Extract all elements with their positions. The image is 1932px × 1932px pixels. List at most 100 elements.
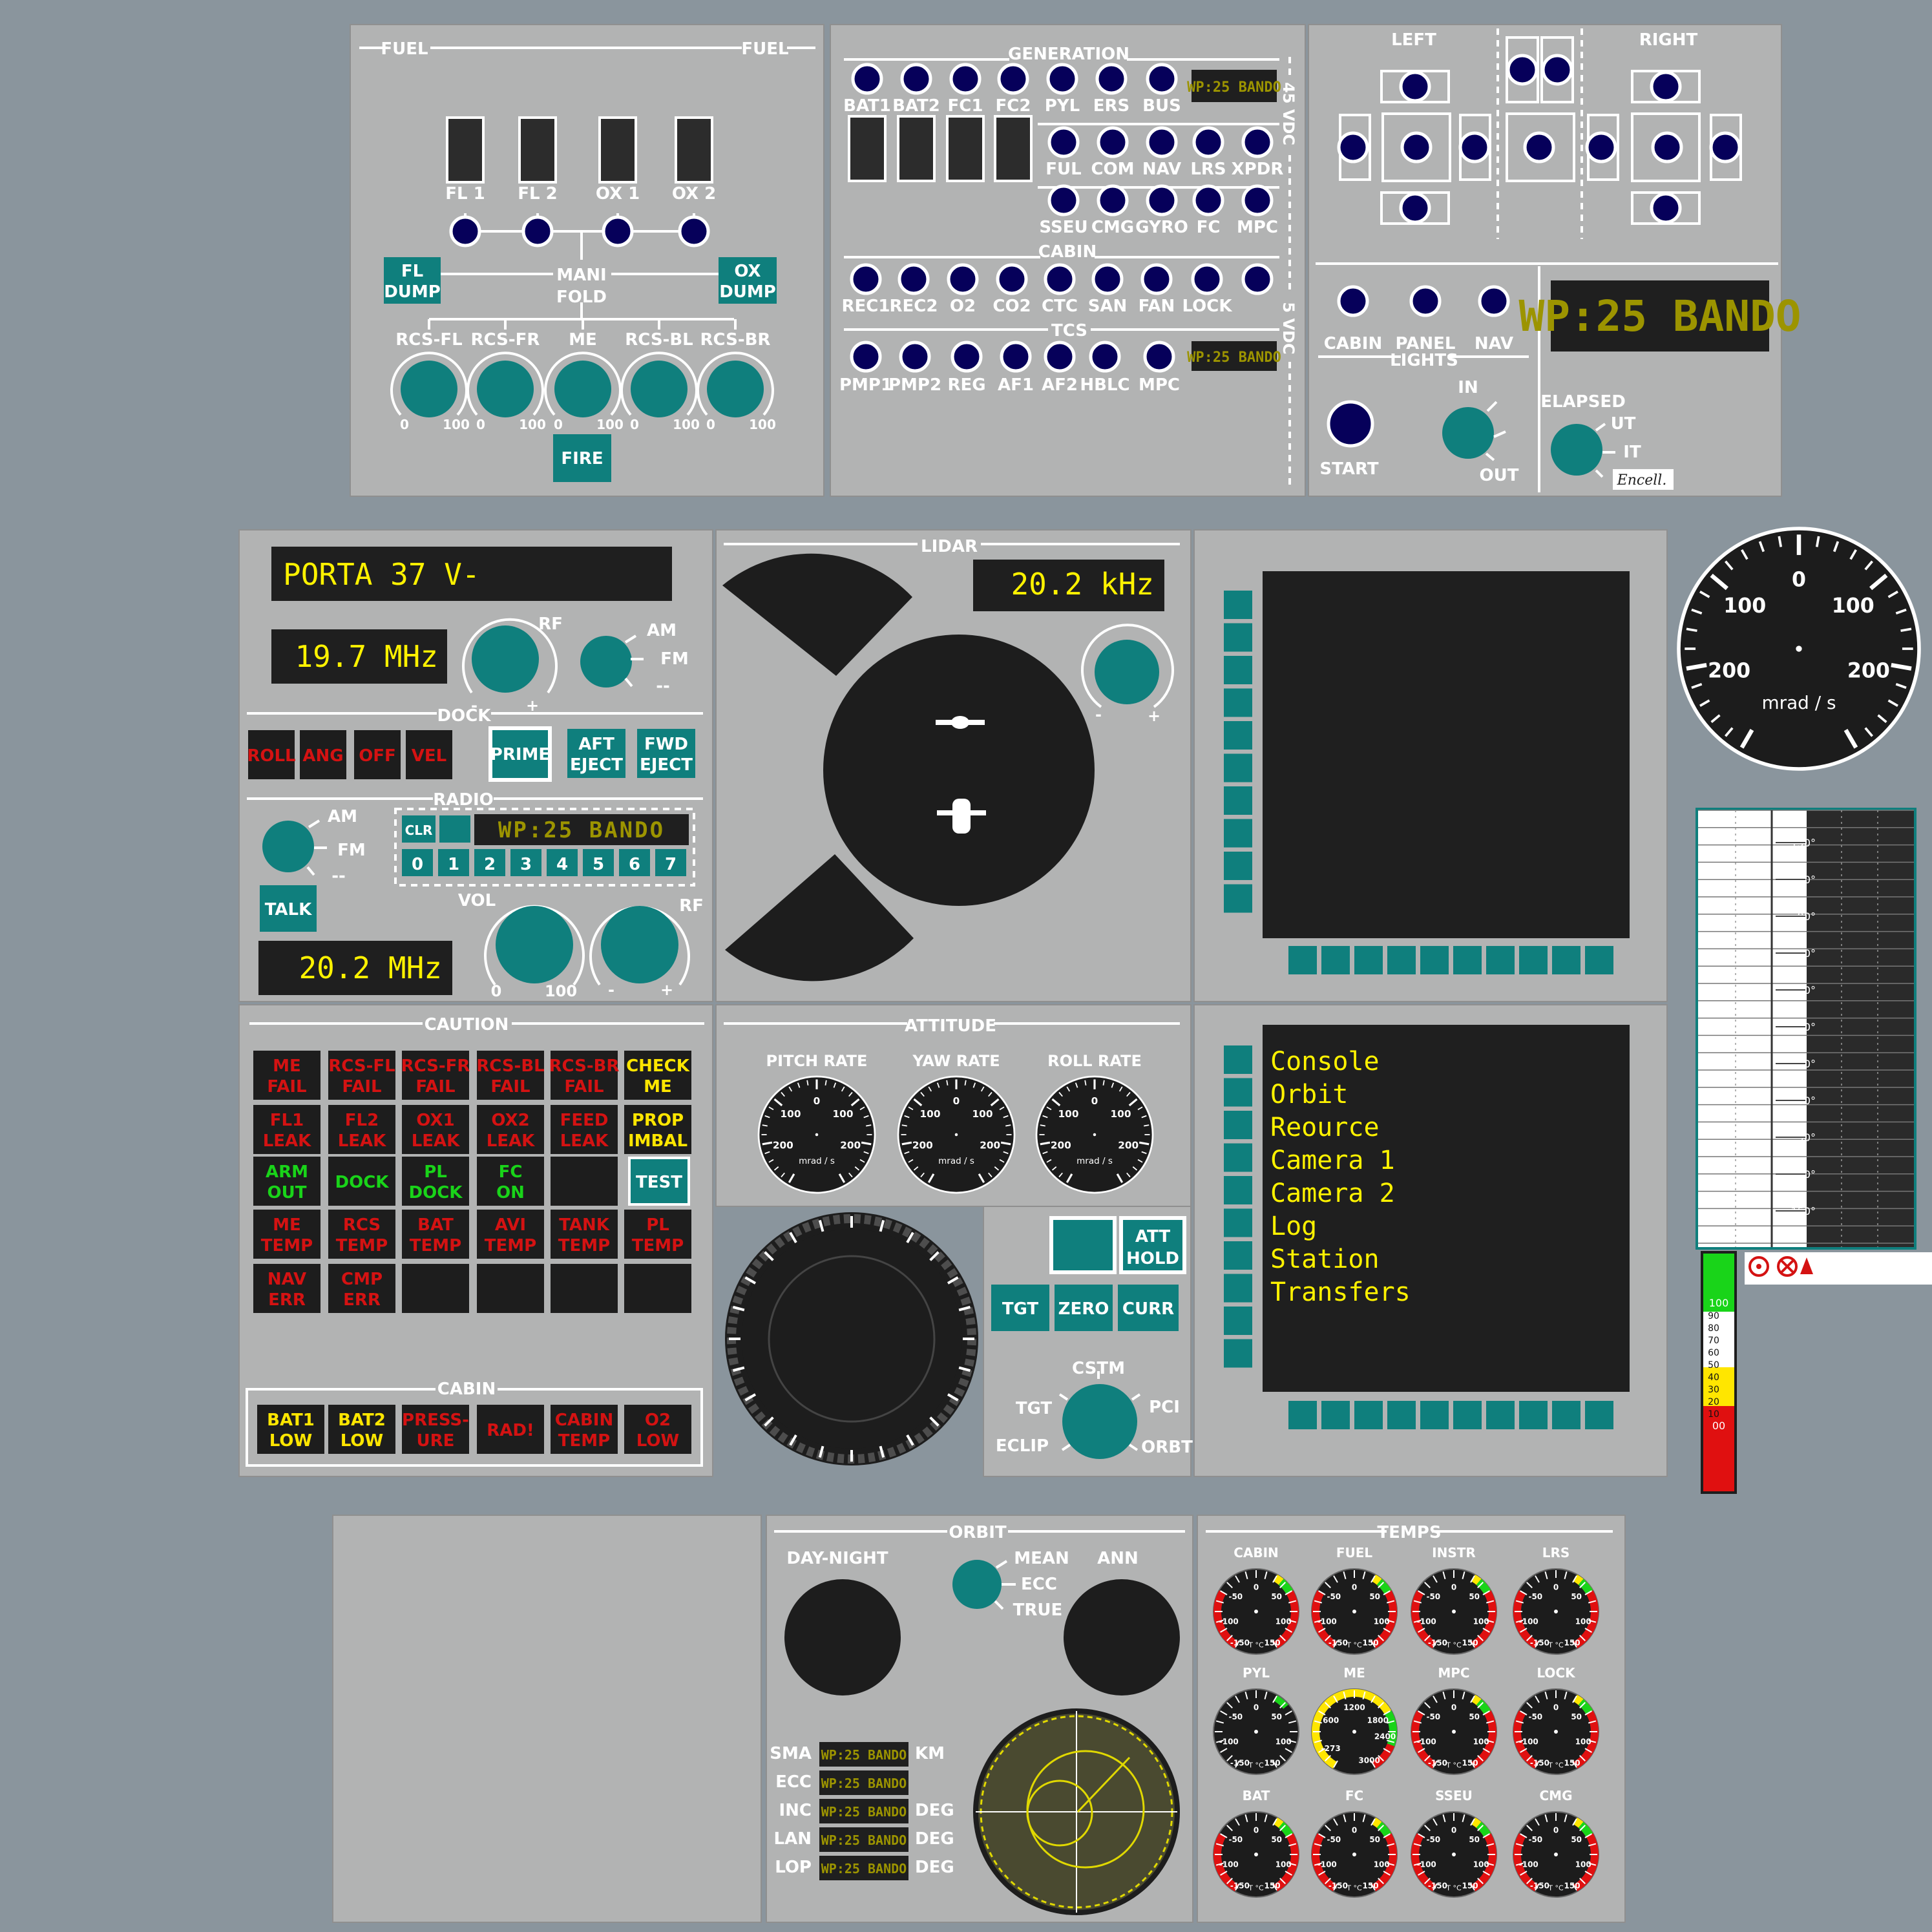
keypad-0[interactable]	[402, 849, 433, 876]
rcs-thruster-12[interactable]	[1650, 192, 1682, 224]
keypad-7[interactable]	[655, 849, 686, 876]
light-switch-cabin[interactable]	[1337, 285, 1369, 317]
mfd-menu-item-1[interactable]: Orbit	[1270, 1080, 1348, 1109]
mfd-menu-item-3[interactable]: Camera 1	[1270, 1146, 1395, 1175]
mfd-bottom-button-1[interactable]	[1321, 1401, 1350, 1429]
rcs-thruster-10[interactable]	[1651, 131, 1683, 163]
mfd-bottom-button-9[interactable]	[1585, 1401, 1613, 1429]
breaker-ful[interactable]	[1047, 126, 1080, 158]
mfd-menu-item-2[interactable]: Reource	[1270, 1113, 1380, 1142]
mfd-bottom-button-2[interactable]	[1354, 1401, 1383, 1429]
breaker-fc2[interactable]	[997, 63, 1029, 95]
rcs-thruster-1[interactable]	[1337, 131, 1369, 163]
rcs-thruster-11[interactable]	[1709, 131, 1741, 163]
breaker-san[interactable]	[1091, 263, 1124, 295]
keypad-6[interactable]	[619, 849, 650, 876]
breaker-mpc-3[interactable]	[1241, 184, 1274, 216]
fuel-dial-knob-3[interactable]	[631, 361, 688, 417]
fuel-switch-2[interactable]	[598, 116, 637, 184]
breaker-sseu-3[interactable]	[1047, 184, 1080, 216]
mode-knob-2[interactable]	[262, 821, 314, 872]
breaker-xpdr[interactable]	[1241, 126, 1274, 158]
gen-switch-0[interactable]	[848, 115, 887, 182]
mfd-bottom-button-5[interactable]	[1453, 946, 1482, 974]
mfd-menu-item-4[interactable]: Camera 2	[1270, 1179, 1395, 1208]
tcs-breaker-hblc[interactable]	[1089, 341, 1121, 373]
mfd-bottom-button-3[interactable]	[1387, 1401, 1416, 1429]
dock-off-button[interactable]	[354, 730, 401, 779]
breaker-co2[interactable]	[996, 263, 1028, 295]
keypad-5[interactable]	[583, 849, 614, 876]
fuel-valve-0[interactable]	[449, 215, 481, 247]
tcs-breaker-af2[interactable]	[1044, 341, 1076, 373]
mode-knob-1[interactable]	[580, 636, 632, 688]
mfd-side-button-3[interactable]	[1224, 1143, 1252, 1172]
rcs-thruster-2[interactable]	[1400, 131, 1433, 163]
breaker-gyro-3[interactable]	[1146, 184, 1178, 216]
fuel-valve-3[interactable]	[678, 215, 710, 247]
rcs-thruster-7[interactable]	[1523, 131, 1555, 163]
mfd-side-button-5[interactable]	[1224, 753, 1252, 782]
breaker-bat1[interactable]	[851, 63, 883, 95]
target-icon[interactable]	[1748, 1256, 1769, 1277]
mfd-side-button-9[interactable]	[1224, 1339, 1252, 1368]
fl-dump-button[interactable]	[384, 257, 441, 304]
mfd-menu-item-0[interactable]: Console	[1270, 1047, 1380, 1076]
breaker-fc1[interactable]	[949, 63, 982, 95]
fuel-dial-knob-2[interactable]	[554, 361, 611, 417]
light-switch-nav[interactable]	[1478, 285, 1510, 317]
cancel-icon[interactable]	[1777, 1256, 1798, 1277]
gen-switch-2[interactable]	[946, 115, 985, 182]
mfd-side-button-7[interactable]	[1224, 1274, 1252, 1303]
mfd-bottom-button-7[interactable]	[1519, 1401, 1548, 1429]
zero-button[interactable]	[1055, 1285, 1113, 1331]
mfd-side-button-9[interactable]	[1224, 884, 1252, 913]
mfd-side-button-1[interactable]	[1224, 1078, 1252, 1107]
fuel-dial-knob-1[interactable]	[477, 361, 534, 417]
mfd-menu-item-5[interactable]: Log	[1270, 1212, 1317, 1241]
mfd-bottom-button-3[interactable]	[1387, 946, 1416, 974]
breaker-ers[interactable]	[1095, 63, 1128, 95]
breaker-pyl[interactable]	[1046, 63, 1078, 95]
breaker-com[interactable]	[1097, 126, 1129, 158]
tcs-breaker-pmp1[interactable]	[850, 341, 882, 373]
breaker-fan[interactable]	[1140, 263, 1173, 295]
dock-roll-button[interactable]	[248, 730, 295, 779]
breaker-lock[interactable]	[1191, 263, 1223, 295]
mfd-side-button-7[interactable]	[1224, 819, 1252, 848]
gen-switch-1[interactable]	[897, 115, 936, 182]
mfd-bottom-button-5[interactable]	[1453, 1401, 1482, 1429]
keypad-3[interactable]	[510, 849, 541, 876]
att-hold-button[interactable]	[1123, 1220, 1182, 1270]
fire-button[interactable]	[553, 434, 611, 482]
rf-knob-2[interactable]	[601, 906, 678, 983]
prime-button[interactable]	[492, 730, 548, 778]
lidar-knob[interactable]	[1095, 640, 1159, 704]
vol-knob[interactable]	[496, 906, 573, 983]
mfd-bottom-button-0[interactable]	[1288, 946, 1317, 974]
mfd-bottom-button-1[interactable]	[1321, 946, 1350, 974]
start-button[interactable]	[1327, 400, 1374, 448]
mfd-menu-item-6[interactable]: Station	[1270, 1244, 1380, 1274]
light-switch-panel[interactable]	[1409, 285, 1442, 317]
breaker-fc-3[interactable]	[1192, 184, 1224, 216]
mfd-side-button-2[interactable]	[1224, 656, 1252, 684]
fuel-switch-0[interactable]	[446, 116, 485, 184]
breaker-o2[interactable]	[947, 263, 979, 295]
breaker-cabin-spare[interactable]	[1241, 263, 1274, 295]
keypad-1[interactable]	[438, 849, 469, 876]
breaker-bus[interactable]	[1146, 63, 1178, 95]
mfd-side-button-8[interactable]	[1224, 852, 1252, 880]
mfd-side-button-5[interactable]	[1224, 1208, 1252, 1237]
caution-light-2-5[interactable]	[628, 1157, 690, 1206]
keypad-2[interactable]	[474, 849, 505, 876]
mfd-side-button-4[interactable]	[1224, 721, 1252, 750]
mfd-bottom-button-6[interactable]	[1486, 1401, 1515, 1429]
tcs-breaker-pmp2[interactable]	[899, 341, 931, 373]
clr-button[interactable]	[402, 815, 436, 843]
mfd-bottom-button-8[interactable]	[1552, 1401, 1580, 1429]
breaker-nav[interactable]	[1146, 126, 1178, 158]
rcs-thruster-3[interactable]	[1458, 131, 1491, 163]
keypad-4[interactable]	[547, 849, 578, 876]
rcs-thruster-8[interactable]	[1585, 131, 1617, 163]
